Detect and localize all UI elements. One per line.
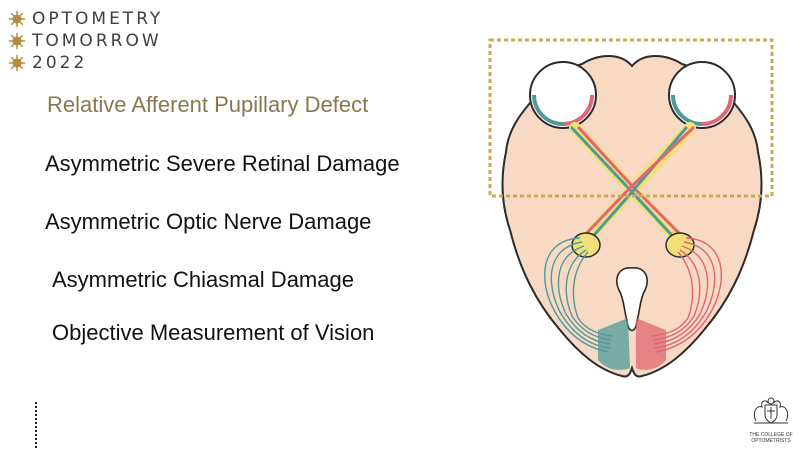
college-crest: THE COLLEGE OF OPTOMETRISTS [748, 395, 794, 444]
college-crest-icon [753, 397, 789, 424]
bullet-optic-nerve-damage: Asymmetric Optic Nerve Damage [45, 209, 372, 234]
crest-text-line-1: THE COLLEGE OF [749, 432, 793, 438]
sun-icon [8, 54, 26, 72]
left-visual-cortex [598, 318, 630, 370]
right-eye-icon [668, 61, 736, 129]
bullet-chiasmal-damage: Asymmetric Chiasmal Damage [52, 267, 354, 292]
right-visual-cortex [636, 318, 666, 370]
brain-visual-pathway-diagram [488, 38, 774, 378]
bullet-objective-measurement: Objective Measurement of Vision [52, 320, 375, 345]
logo-row-3: 2022 [8, 52, 163, 74]
left-eye-icon [529, 61, 597, 129]
logo-line-year: 2022 [32, 53, 88, 73]
logo-line-optometry: OPTOMETRY [32, 9, 164, 29]
dotted-divider [35, 402, 37, 448]
bullet-retinal-damage: Asymmetric Severe Retinal Damage [45, 151, 400, 176]
right-optic-radiation [651, 237, 723, 353]
logo-row-2: TOMORROW [8, 30, 163, 52]
sun-icon [8, 32, 26, 50]
crest-text-line-2: OPTOMETRISTS [751, 438, 791, 444]
slide-title: Relative Afferent Pupillary Defect [47, 92, 369, 117]
optic-nerve-crossing [569, 122, 696, 246]
logo-row-1: OPTOMETRY [8, 8, 163, 30]
sun-icon [8, 10, 26, 28]
optometry-tomorrow-logo: OPTOMETRY TOMORROW 2022 [8, 8, 163, 74]
logo-line-tomorrow: TOMORROW [32, 31, 162, 51]
highlight-box [488, 38, 774, 198]
